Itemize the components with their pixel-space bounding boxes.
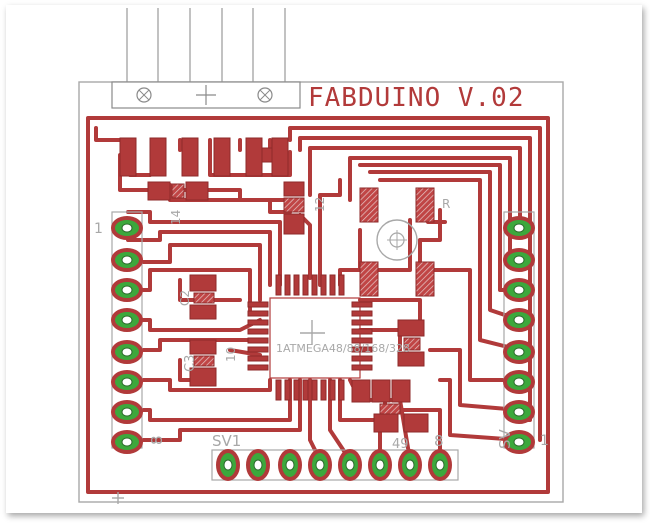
- ic-pads-bottom: [275, 379, 345, 401]
- label-8-bottom: 8: [434, 432, 444, 450]
- ic-pads-top: [275, 274, 345, 296]
- label-49: 49: [392, 437, 409, 452]
- label-ic: 1ATMEGA48/88/168/328: [276, 342, 410, 355]
- label-c3: C3: [183, 355, 198, 372]
- board-outline: [78, 81, 564, 503]
- label-r: R: [442, 197, 450, 211]
- pin-header-icon: [111, 81, 301, 109]
- label-sv-right: SV: [496, 428, 514, 449]
- board-title: FABDUINO V.02: [308, 83, 525, 113]
- label-8-left: 8: [148, 435, 166, 445]
- label-1-left: 1: [94, 221, 103, 237]
- label-c2: C2: [178, 290, 192, 306]
- label-12: 12: [313, 197, 327, 212]
- smd-components: [119, 137, 435, 433]
- label-sv1: SV1: [212, 432, 241, 450]
- label-10: 10: [224, 347, 238, 362]
- left-header: [111, 211, 143, 454]
- label-1-right: 1: [540, 433, 549, 449]
- mcu-ic: [247, 274, 373, 401]
- crosshair-icon: [376, 219, 418, 261]
- ic-pads-left: [247, 301, 269, 371]
- label-14: 14: [169, 210, 183, 225]
- bottom-header-sv1: [211, 449, 459, 481]
- right-header: [503, 211, 535, 454]
- ic-pads-right: [351, 301, 373, 371]
